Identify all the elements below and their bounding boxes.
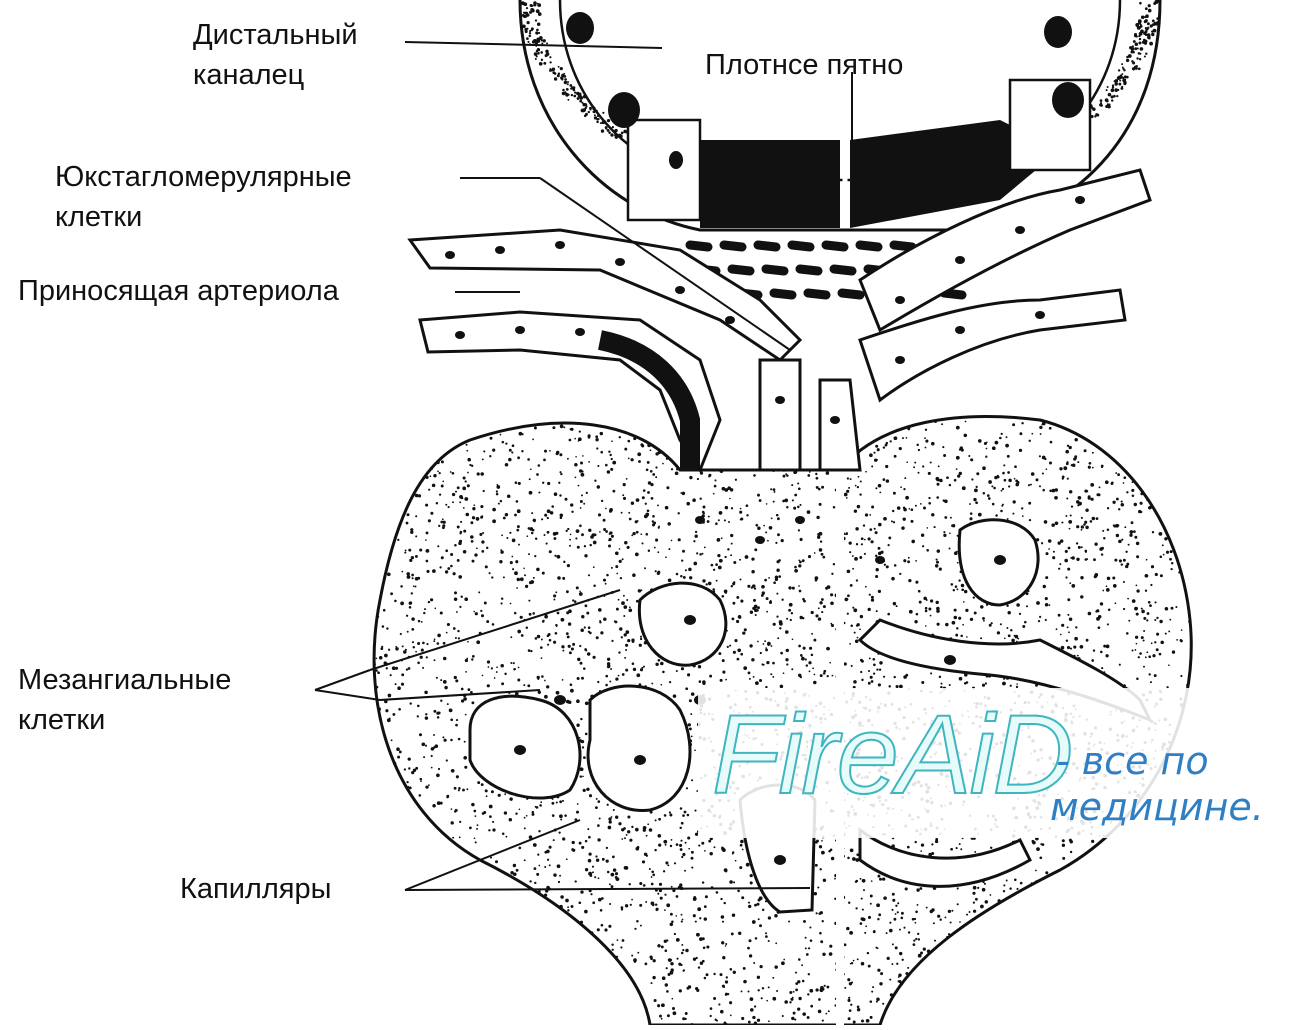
label-capillaries: Капилляры [180,872,331,906]
label-jg-cells-line1: Юкстагломерулярные [55,160,352,194]
label-distal-tubule-line1: Дистальный [193,18,358,52]
label-mesangial-cells-line2: клетки [18,703,105,737]
label-macula-densa: Плотнсе пятно [705,48,903,82]
label-jg-cells-line2: клетки [55,200,142,234]
watermark-brand: FireAiD [712,690,1071,820]
label-mesangial-cells-line1: Мезангиальные [18,663,231,697]
watermark-tagline: - все по медицине. [1050,738,1264,830]
label-distal-tubule-line2: каналец [193,58,304,92]
watermark-tagline-line1: - все по [1050,738,1264,784]
watermark-tagline-line2: медицине. [1050,784,1264,830]
label-afferent-arteriole: Приносящая артериола [18,274,339,308]
macula-densa-cells [700,140,840,228]
